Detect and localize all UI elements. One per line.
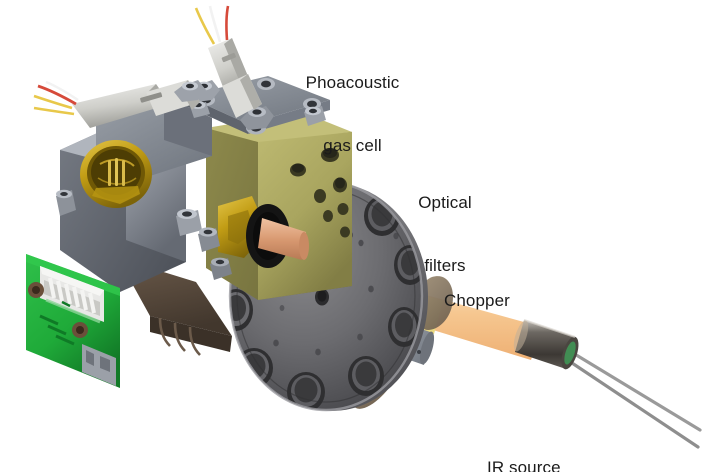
label-photoacoustic-gas-cell: Phoacoustic gas cell bbox=[290, 30, 415, 198]
label-chopper: Chopper bbox=[444, 248, 534, 353]
optical-window-aperture bbox=[218, 196, 309, 268]
gold-window-ring bbox=[80, 140, 152, 208]
board-standoff bbox=[72, 322, 88, 338]
ir-source-leads bbox=[564, 348, 702, 449]
filter-aperture bbox=[235, 348, 273, 388]
label-line: gas cell bbox=[323, 136, 382, 155]
fitting-bolt bbox=[176, 209, 202, 236]
label-line: filters bbox=[424, 256, 466, 275]
microphone-preamp-left bbox=[33, 80, 206, 128]
circuit-board bbox=[26, 254, 120, 388]
plate-bolt bbox=[303, 98, 321, 110]
label-line: Phoacoustic bbox=[305, 73, 400, 92]
label-ir-source: IR source bbox=[487, 415, 587, 472]
filter-aperture bbox=[287, 372, 325, 410]
board-connector bbox=[40, 266, 104, 324]
microphone-preamp-top bbox=[188, 5, 262, 118]
gas-cell-port-holes bbox=[290, 148, 350, 238]
label-line: Chopper bbox=[444, 291, 510, 310]
board-bracket bbox=[82, 344, 116, 386]
hex-nut bbox=[174, 80, 206, 102]
fitting-bolt bbox=[210, 257, 232, 280]
side-fastener bbox=[304, 106, 326, 126]
board-standoff bbox=[28, 282, 44, 298]
photoacoustic-gas-cell bbox=[26, 5, 352, 388]
fitting-bolt bbox=[56, 189, 76, 216]
filter-aperture bbox=[388, 307, 420, 347]
ir-source-can bbox=[513, 319, 579, 370]
wheel-center-hole bbox=[315, 288, 329, 306]
plate-bolt bbox=[257, 78, 275, 90]
label-optical-filters: Optical filters bbox=[400, 150, 490, 318]
label-line: IR source bbox=[487, 458, 561, 472]
hex-standoff bbox=[240, 106, 274, 130]
fitting-bolt bbox=[198, 227, 220, 252]
filter-aperture bbox=[348, 356, 384, 396]
label-line: Optical bbox=[418, 193, 472, 212]
